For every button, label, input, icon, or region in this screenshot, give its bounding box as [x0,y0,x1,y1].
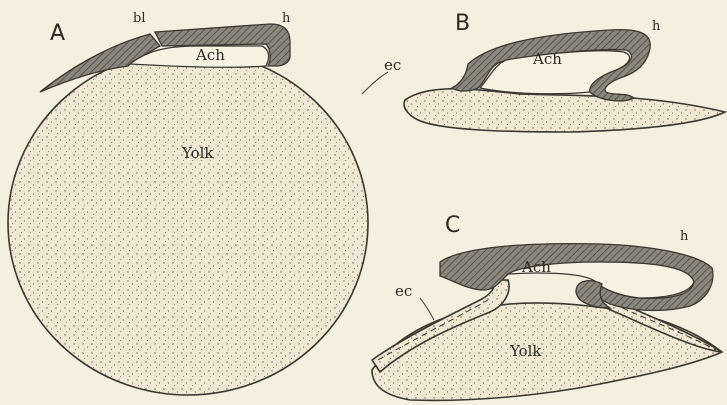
panel-b: B h Ach [404,11,725,132]
label-yolk-a: Yolk [181,144,214,162]
panel-letter-a: A [50,21,65,46]
label-h-a: h [282,11,291,26]
label-h-c: h [680,229,689,244]
label-ec-c: ec [395,282,412,300]
panel-a: A bl h Ach ec Yolk [8,11,401,395]
yolk-mass-b [404,89,725,132]
panel-c: C h Ach ec Yolk [372,213,722,400]
label-ach-b: Ach [532,50,562,68]
label-ach-c: Ach [521,258,551,276]
yolk-mass-c [372,303,722,400]
label-ec-a: ec [384,56,401,74]
label-ach-a: Ach [195,46,225,64]
panel-letter-b: B [455,11,470,36]
ec-leader-c [420,298,434,320]
label-h-b: h [652,19,661,34]
panel-letter-c: C [445,213,460,238]
label-yolk-c: Yolk [509,342,542,360]
label-bl: bl [133,11,145,26]
yolk-mass-a [8,51,368,395]
ec-leader-a [362,72,388,94]
